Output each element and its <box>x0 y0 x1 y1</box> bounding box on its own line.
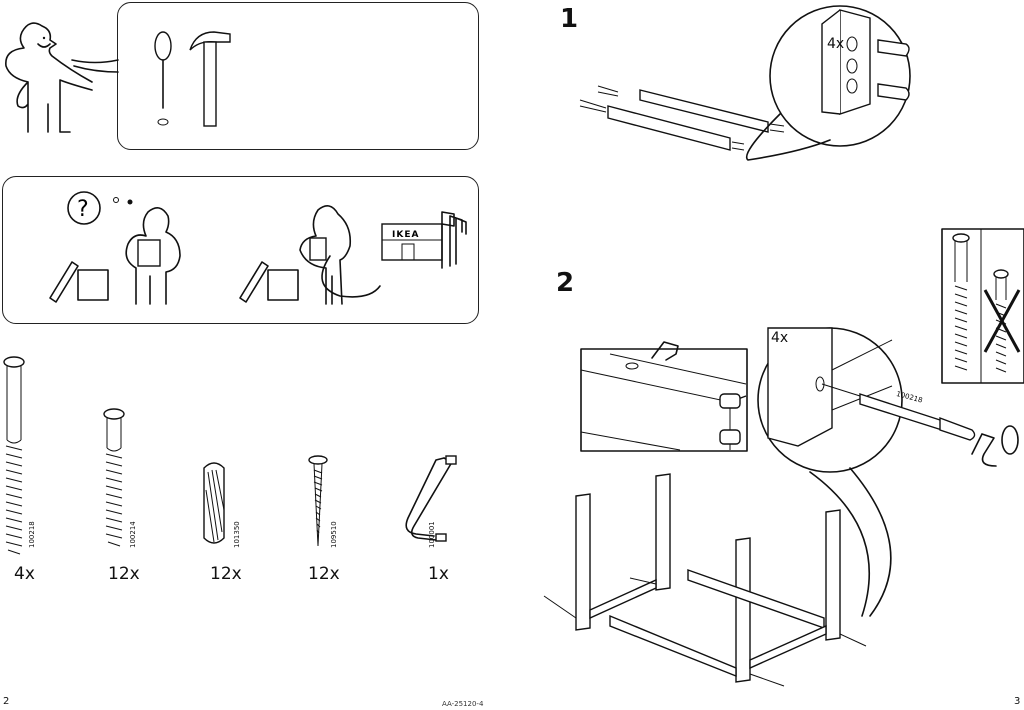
callout-part-label: 100218 <box>895 390 923 405</box>
cam-bolt-icon <box>103 408 125 547</box>
assembly-man-pointing-icon <box>5 22 119 133</box>
part-number: 100001 <box>428 521 436 548</box>
allen-key-icon <box>405 455 457 542</box>
correct-vs-wrong-bolt-inset <box>941 228 1024 384</box>
ikea-store-icon: IKEA <box>381 211 467 269</box>
callout-part-number: 100218 <box>895 390 923 405</box>
long-cam-bolt-icon <box>3 356 25 555</box>
confused-person-icon <box>125 207 181 305</box>
table-frame-assembly-illustration <box>543 473 867 687</box>
part-number: 101350 <box>233 521 241 548</box>
box-icon-2 <box>239 261 299 303</box>
step-number: 2 <box>556 268 575 298</box>
help-panel <box>2 176 479 324</box>
part-number: 100214 <box>129 521 137 548</box>
wood-screw-icon <box>308 455 328 547</box>
ikea-sign: IKEA <box>392 230 419 240</box>
document-id: AA-25120-4 <box>442 700 484 708</box>
part-quantity: 4x <box>14 564 35 584</box>
part-quantity: 1x <box>428 564 449 584</box>
right-page-number: 3 <box>1014 696 1021 707</box>
part-quantity: 12x <box>308 564 340 584</box>
hammer-icon <box>189 31 231 127</box>
left-page-number: 2 <box>3 696 10 707</box>
part-quantity: 12x <box>210 564 242 584</box>
parts-list: 100218 4x 100214 12x 101350 12x 109510 1… <box>0 340 480 590</box>
thought-bubble-icon: ? <box>67 191 133 225</box>
step-number: 1 <box>560 4 579 34</box>
part-quantity: 12x <box>108 564 140 584</box>
rail-detail-inset <box>580 341 748 452</box>
cam-bolt-detail-callout <box>757 327 1019 617</box>
dowel-icon <box>203 462 225 544</box>
question-mark: ? <box>77 197 89 222</box>
callout-count: 4x <box>827 36 845 52</box>
box-icon <box>49 261 109 303</box>
screwdriver-icon <box>154 31 172 126</box>
part-number: 109510 <box>330 521 338 548</box>
person-phoning-icon <box>299 205 381 305</box>
tools-panel <box>117 2 479 150</box>
rails-with-dowels-illustration <box>579 85 785 151</box>
dowel-detail-callout <box>745 5 911 161</box>
callout-count: 4x <box>771 330 789 346</box>
part-number: 100218 <box>28 521 36 548</box>
